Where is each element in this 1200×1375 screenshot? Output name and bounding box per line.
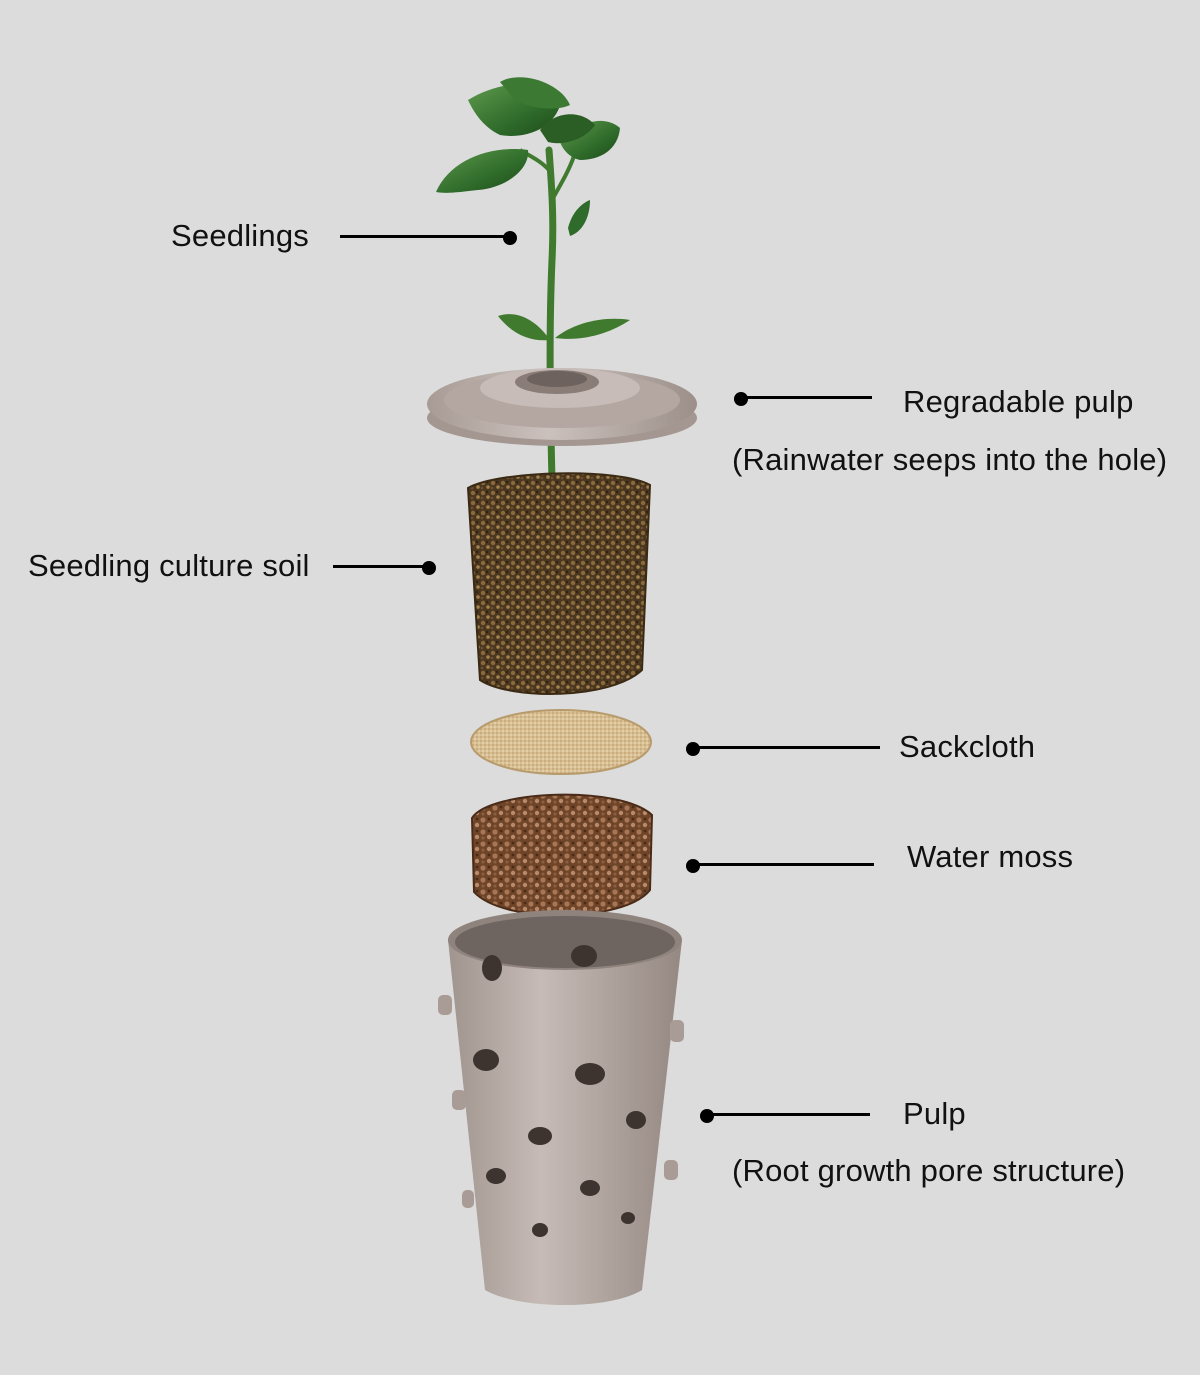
sackcloth-disc [470, 709, 652, 775]
water-moss [470, 793, 654, 917]
leader-sackcloth [692, 746, 880, 749]
label-moss: Water moss [907, 839, 1074, 874]
leader-soil [333, 565, 429, 568]
label-sackcloth: Sackcloth [899, 729, 1036, 764]
label-pot-title: Pulp [903, 1096, 966, 1131]
pulp-pot [438, 910, 684, 1305]
label-soil: Seedling culture soil [28, 548, 310, 583]
label-seedlings: Seedlings [171, 218, 309, 253]
leader-moss [692, 863, 874, 866]
label-tray-note: (Rainwater seeps into the hole) [732, 442, 1168, 477]
leader-dot-seedlings [503, 230, 517, 245]
leader-seedlings [340, 235, 510, 238]
label-pot-note: (Root growth pore structure) [732, 1153, 1126, 1188]
leader-tray [740, 396, 872, 399]
pulp-tray [427, 368, 697, 446]
leader-dot-soil [422, 560, 436, 575]
soil-block [466, 472, 652, 695]
leader-pot [706, 1113, 870, 1116]
seedling-plant [436, 77, 630, 484]
label-tray-title: Regradable pulp [903, 384, 1134, 419]
